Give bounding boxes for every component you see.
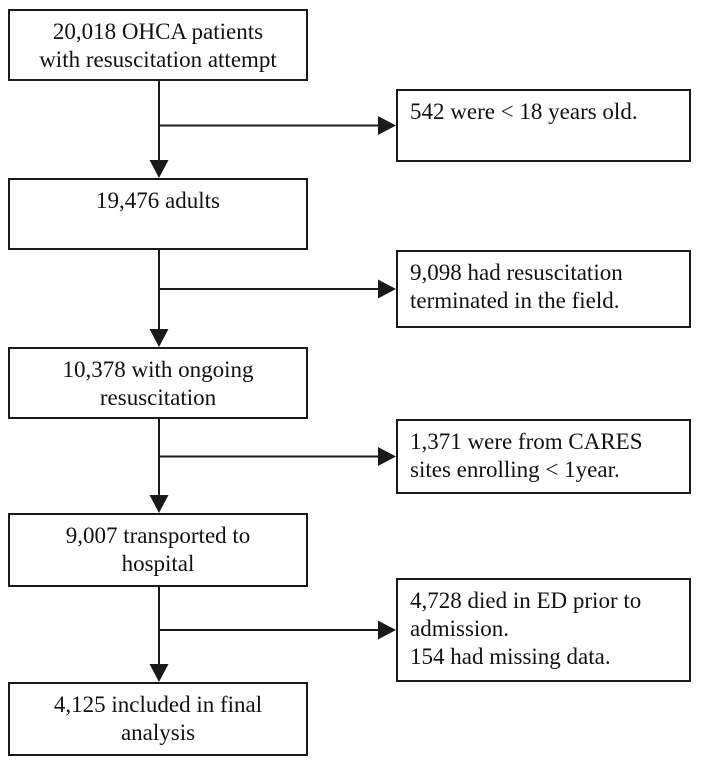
- flow-box-ohca-patients: 20,018 OHCA patients with resuscitation …: [8, 9, 308, 81]
- arrow-down-4: [149, 587, 169, 682]
- arrow-down-3: [149, 419, 169, 513]
- flow-box-transported-to-hospital: 9,007 transported to hospital: [8, 513, 308, 587]
- arrow-right-3: [159, 447, 396, 466]
- arrow-down-1: [149, 81, 169, 178]
- exclusion-box-terminated-in-field: 9,098 had resuscitation terminated in th…: [396, 250, 691, 328]
- arrow-right-2: [159, 279, 396, 299]
- arrow-right-4: [159, 620, 396, 640]
- flow-box-adults: 19,476 adults: [8, 178, 308, 250]
- flow-box-final-analysis: 4,125 included in final analysis: [8, 682, 308, 756]
- arrow-right-1: [159, 116, 396, 135]
- exclusion-box-died-ed-missing-data: 4,728 died in ED prior to admission. 154…: [396, 578, 691, 682]
- arrow-down-2: [149, 250, 169, 347]
- exclusion-box-under-18: 542 were < 18 years old.: [396, 89, 691, 162]
- exclusion-box-cares-sites: 1,371 were from CARES sites enrolling < …: [396, 419, 691, 494]
- flow-box-ongoing-resuscitation: 10,378 with ongoing resuscitation: [8, 347, 308, 419]
